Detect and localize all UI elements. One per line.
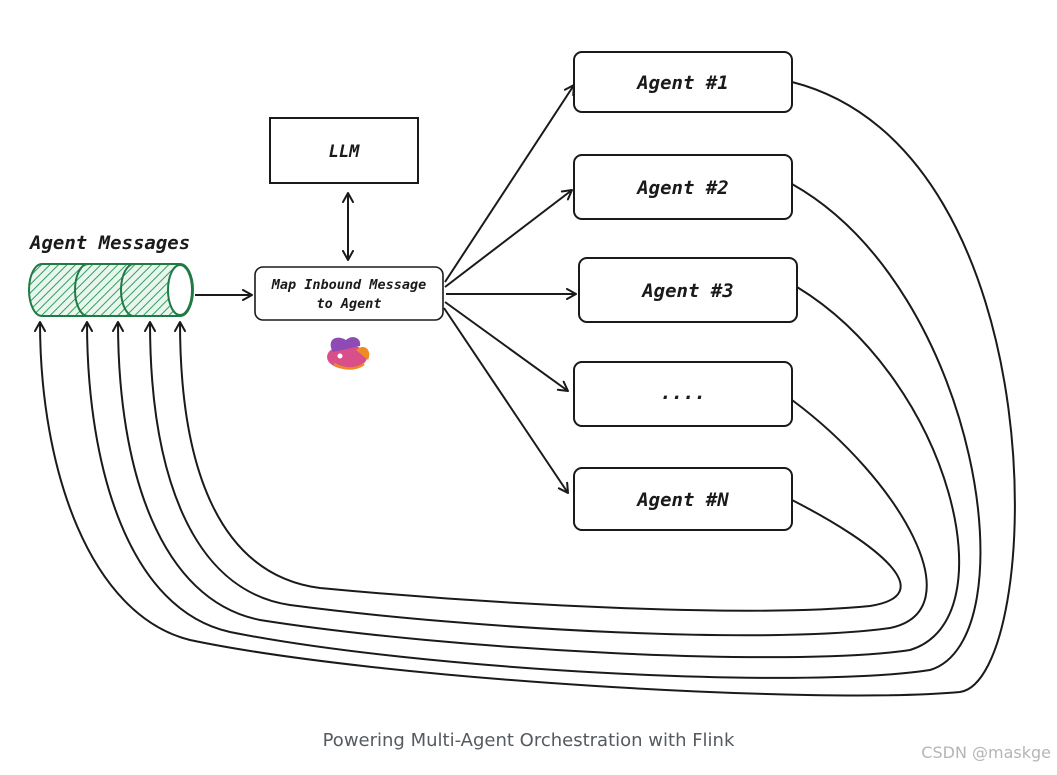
agent-label-1: Agent #1 [635,72,729,94]
arrow-to-agent-ellipsis [444,301,569,392]
agent-label-3: Agent #3 [640,280,734,302]
figure-caption: Powering Multi-Agent Orchestration with … [322,730,735,751]
queue-label: Agent Messages [28,232,190,254]
agent-box-2: Agent #2 [573,154,793,220]
llm-box [269,117,419,184]
agent-box-n: Agent #N [573,467,793,531]
queue-segment [74,263,89,317]
agent-box-3: Agent #3 [578,257,798,323]
agent-label-ellipsis: .... [660,382,706,404]
return-loop-agent-n [174,321,902,612]
arrow-to-agent-2 [444,189,573,288]
router-to-agent-arrows [443,84,577,494]
llm-label: LLM [329,142,360,162]
return-loop-agent-2 [81,183,982,679]
arrow-to-agent-1 [444,84,575,283]
return-loops [34,81,1016,697]
queue-end-cap [167,264,193,316]
router-box [254,266,444,321]
return-loop-agent-3 [112,286,961,659]
flink-logo-icon [327,337,370,370]
watermark: CSDN @maskge [921,743,1051,762]
return-loop-agent-ellipsis [144,321,928,637]
arrow-to-agent-n [443,307,569,494]
return-loop-agent-1 [34,81,1016,697]
agent-box-1: Agent #1 [573,51,793,113]
message-queue [28,263,194,317]
agent-box-ellipsis: .... [573,361,793,427]
queue-segment [120,263,135,317]
agent-label-2: Agent #2 [635,177,729,199]
router-label-line2: to Agent [316,296,381,312]
router-label-line1: Map Inbound Message [271,277,426,293]
agent-label-n: Agent #N [635,489,729,511]
